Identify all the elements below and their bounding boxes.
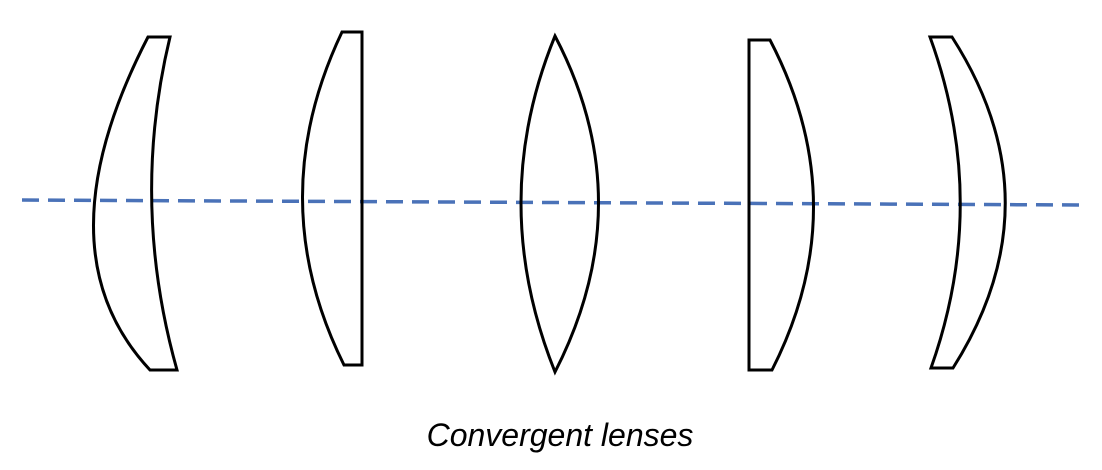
optical-axis — [21, 198, 1083, 207]
diagram-caption: Convergent lenses — [427, 417, 694, 453]
lens-plano-convex-flat-left — [747, 38, 815, 372]
lens-plano-convex-flat-right — [301, 30, 364, 367]
lens-positive-meniscus-left — [92, 35, 179, 372]
lens-positive-meniscus-right — [927, 35, 1007, 370]
lens-biconvex — [519, 32, 600, 376]
